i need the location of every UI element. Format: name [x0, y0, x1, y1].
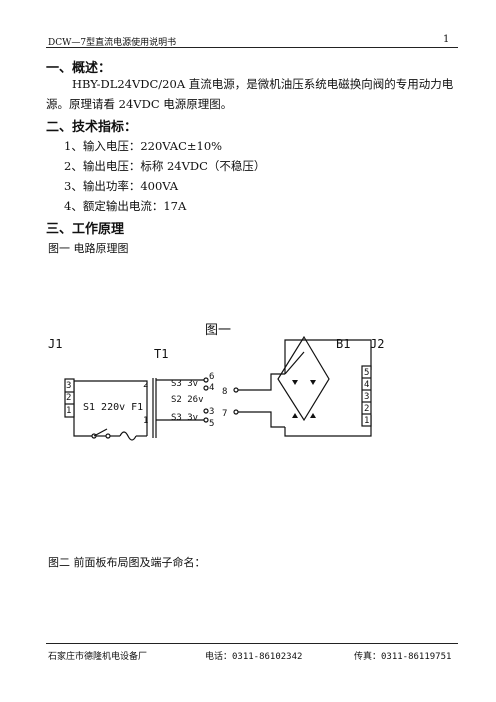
diode-icon [310, 380, 316, 385]
spec-item: 1、输入电压：220VAC±10% [64, 139, 223, 153]
j1-pin-label: 3 [66, 381, 71, 391]
j2-pin-label: 5 [364, 368, 369, 378]
output-pin-4 [203, 385, 209, 391]
figure-1-caption: 图一 电路原理图 [48, 242, 129, 255]
winding-label: S3 3v [171, 413, 198, 423]
output-pin-5 [203, 417, 209, 423]
j1-connector [64, 378, 75, 418]
j2-pin-label: 4 [364, 380, 369, 390]
footer-company: 石家庄市德隆机电设备厂 [48, 652, 148, 662]
bridge-pin-8 [233, 387, 239, 393]
output-pin-label: 4 [209, 383, 214, 393]
output-pin-label: 5 [209, 419, 214, 429]
j2-label: J2 [370, 337, 384, 351]
output-pin-3 [203, 408, 209, 414]
bridge-pin-7 [233, 409, 239, 415]
winding-label: S3 3v [171, 379, 198, 389]
primary-label: S1 220v F1 [83, 402, 143, 413]
spec-item: 4、额定输出电流：17A [64, 199, 187, 213]
header-title: DCW—7型直流电源使用说明书 [48, 38, 177, 48]
diode-icon [292, 413, 298, 418]
diode-icon [310, 413, 316, 418]
winding-label: S2 26v [171, 395, 204, 405]
primary-pin-bottom-label: 1 [143, 416, 148, 426]
j2-pin-label: 1 [364, 416, 369, 426]
footer-phone: 电话：0311-86102342 [205, 652, 303, 662]
section-heading-specs: 二、技术指标： [46, 120, 138, 135]
output-pin-label: 6 [209, 372, 214, 382]
bridge-pin-label: 8 [222, 387, 227, 397]
t1-label: T1 [154, 347, 168, 361]
fuse-icon [119, 431, 137, 441]
output-pin-label: 3 [209, 407, 214, 417]
footer-fax: 传真：0311-86119751 [354, 652, 452, 662]
primary-pin-top-label: 2 [143, 380, 148, 390]
section-heading-overview: 一、概述： [46, 61, 112, 76]
bridge-pin-label: 7 [222, 409, 227, 419]
b1-label: B1 [336, 337, 350, 351]
j1-pin-label: 2 [66, 393, 71, 403]
j2-pin-label: 3 [364, 392, 369, 402]
spec-item: 2、输出电压：标称 24VDC（不稳压） [64, 159, 266, 173]
output-pin-6 [203, 377, 209, 383]
figure-2-caption: 图二 前面板布局图及端子命名： [48, 556, 206, 569]
header-rule [46, 47, 458, 48]
spec-item: 3、输出功率：400VA [64, 179, 179, 193]
j1-pin-label: 1 [66, 406, 71, 416]
diode-icon [292, 380, 298, 385]
circuit-diagram: 图一 J1 T1 B1 J2 S1 220v F1 3 2 1 2 1 S3 3… [48, 323, 384, 441]
page-number: 1 [443, 34, 450, 45]
switch-lever [93, 428, 108, 437]
figure-1-label: 图一 [205, 323, 231, 338]
bridge-rectifier [277, 335, 330, 422]
overview-line-1: HBY-DL24VDC/20A 直流电源，是微机油压系统电磁换向阀的专用动力电 [72, 77, 454, 91]
j1-label: J1 [48, 337, 62, 351]
section-heading-principle: 三、工作原理 [46, 222, 125, 237]
j2-connector [361, 365, 372, 427]
footer-rule [46, 643, 458, 644]
primary-wire-top [74, 380, 148, 436]
overview-line-2: 源。原理请看 24VDC 电源原理图。 [46, 97, 233, 111]
j2-pin-label: 2 [364, 404, 369, 414]
